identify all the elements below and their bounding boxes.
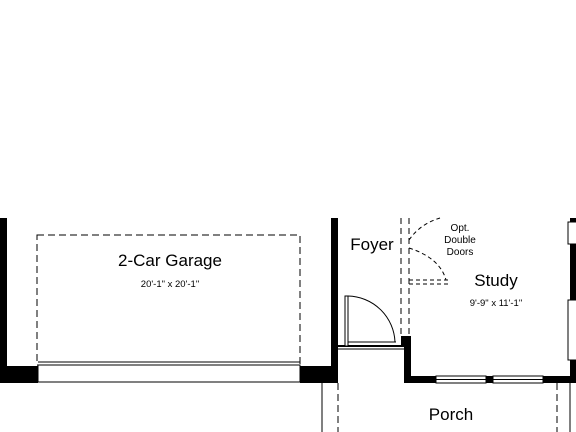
closet-door-leaf: [344, 295, 349, 347]
study-dimensions: 9'-9" x 11'-1": [470, 298, 522, 309]
study-right-window-lower: [567, 299, 576, 361]
garage-door: [37, 364, 301, 383]
study-area: Opt. Double Doors Study 9'-9" x 11'-1": [400, 217, 576, 384]
study-right-window-upper: [567, 221, 576, 245]
closet-door-swing: [347, 295, 396, 343]
study-name: Study: [474, 271, 518, 290]
opt-doors-note-line-3: Doors: [447, 247, 474, 258]
foyer-area: Foyer: [338, 235, 404, 350]
opt-doors-note-line-1: Opt.: [451, 223, 470, 234]
opt-doors-note-line-2: Double: [444, 235, 476, 246]
garage-left-wall: [0, 218, 7, 366]
porch-name: Porch: [429, 405, 473, 424]
opt-door-swing-lower: [408, 247, 447, 281]
garage-name: 2-Car Garage: [118, 251, 222, 270]
garage-front-right-pier: [300, 366, 338, 383]
foyer-name: Foyer: [350, 235, 394, 254]
study-bottom-wall-corner: [404, 336, 411, 383]
garage-front-left-pier: [0, 366, 38, 383]
garage-right-wall: [331, 218, 338, 383]
garage-dimensions: 20'-1" x 20'-1": [141, 279, 199, 290]
opt-door-swing-upper: [408, 217, 441, 241]
garage-area: 2-Car Garage 20'-1" x 20'-1": [0, 218, 338, 383]
garage-dashed-outline: [36, 234, 301, 366]
porch-area: Porch: [321, 383, 571, 432]
study-bottom-wall: [404, 376, 570, 383]
